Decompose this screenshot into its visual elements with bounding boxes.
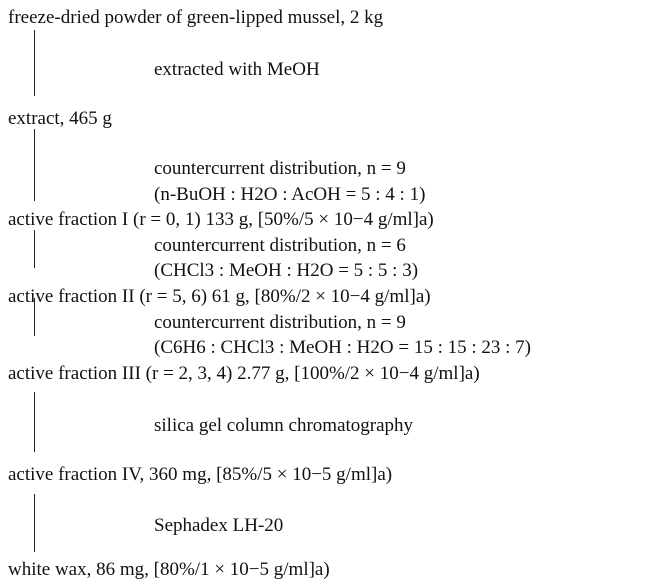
step-ccd-3: countercurrent distribution, n = 9 bbox=[154, 312, 406, 333]
final-product: white wax, 86 mg, [80%/1 × 10−5 g/ml]a) bbox=[8, 559, 330, 580]
extract-label: extract, 465 g bbox=[8, 108, 112, 129]
connector-line bbox=[34, 30, 35, 96]
step-ccd-2-solvent: (CHCl3 : MeOH : H2O = 5 : 5 : 3) bbox=[154, 260, 419, 281]
step-ccd-1: countercurrent distribution, n = 9 bbox=[154, 158, 406, 179]
step-sephadex: Sephadex LH-20 bbox=[154, 515, 284, 536]
connector-line bbox=[34, 494, 35, 552]
active-fraction-1: active fraction I (r = 0, 1) 133 g, [50%… bbox=[8, 209, 434, 230]
connector-line bbox=[34, 230, 35, 268]
connector-line bbox=[34, 298, 35, 336]
step-extraction: extracted with MeOH bbox=[154, 59, 320, 80]
connector-line bbox=[34, 129, 35, 201]
active-fraction-3: active fraction III (r = 2, 3, 4) 2.77 g… bbox=[8, 363, 480, 384]
active-fraction-2: active fraction II (r = 5, 6) 61 g, [80%… bbox=[8, 286, 431, 307]
step-ccd-1-solvent: (n-BuOH : H2O : AcOH = 5 : 4 : 1) bbox=[154, 184, 426, 205]
start-material: freeze-dried powder of green-lipped muss… bbox=[8, 7, 384, 28]
step-ccd-3-solvent: (C6H6 : CHCl3 : MeOH : H2O = 15 : 15 : 2… bbox=[154, 337, 531, 358]
connector-line bbox=[34, 392, 35, 452]
step-silica: silica gel column chromatography bbox=[154, 415, 414, 436]
step-ccd-2: countercurrent distribution, n = 6 bbox=[154, 235, 406, 256]
active-fraction-4: active fraction IV, 360 mg, [85%/5 × 10−… bbox=[8, 464, 393, 485]
